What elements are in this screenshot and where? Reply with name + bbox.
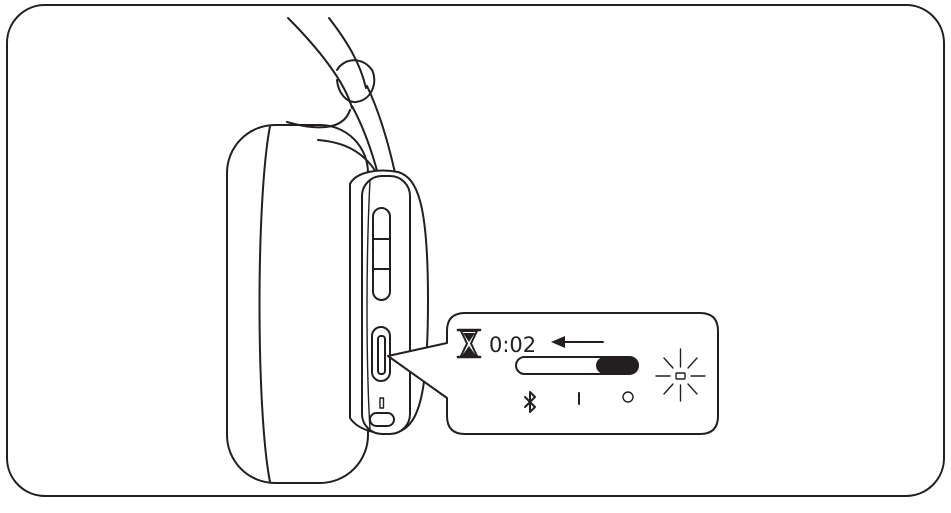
slider-knob (596, 357, 638, 374)
volume-buttons[interactable] (372, 207, 391, 301)
power-slider-illustration (515, 356, 639, 375)
ear-cup (349, 169, 429, 435)
ear-cushion (226, 124, 369, 484)
blinking-led-icon (655, 348, 706, 402)
diagram-frame (6, 4, 945, 497)
power-slider-on-cup[interactable] (371, 326, 391, 382)
charging-port (369, 412, 395, 427)
off-circle-icon (622, 391, 634, 403)
left-arrow-icon (551, 336, 604, 348)
bluetooth-icon (524, 391, 536, 413)
timer-text: 0:02 (489, 333, 536, 357)
status-led-on-cup (379, 397, 385, 409)
hourglass-icon (456, 328, 482, 359)
